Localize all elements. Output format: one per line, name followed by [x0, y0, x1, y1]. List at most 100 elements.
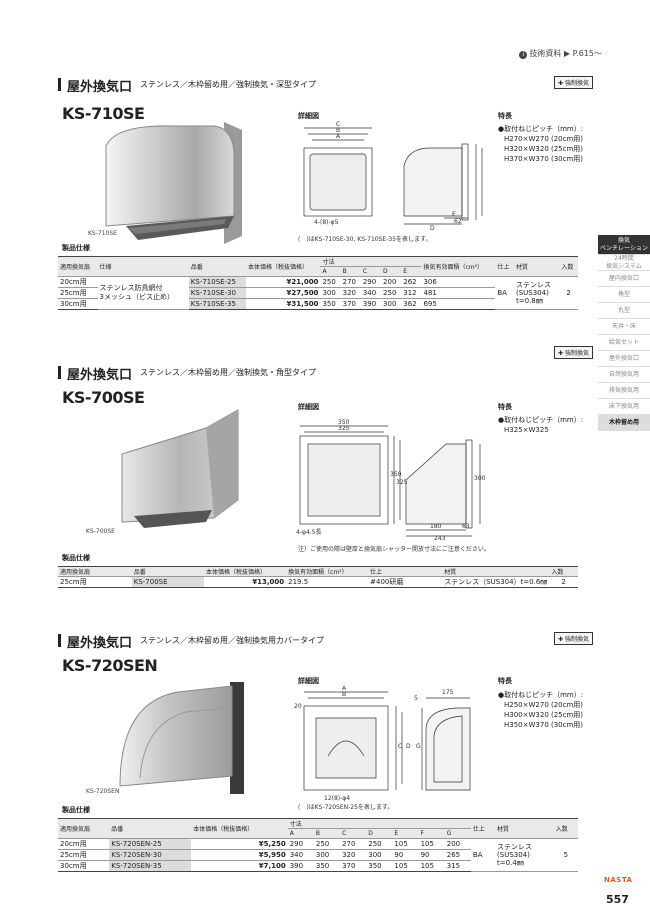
dim-value: 200	[444, 838, 471, 850]
dim-b2: 63	[462, 523, 470, 530]
dim-header: D	[366, 828, 393, 839]
price: ¥27,500	[246, 287, 321, 299]
feature-line: H350×W370 (30cm用)	[504, 721, 584, 729]
hole-label: 12(8)-φ4	[324, 795, 350, 802]
photo-caption: KS-700SE	[86, 528, 115, 535]
sidebar-item-indoor-vent[interactable]: 屋内換気口	[598, 271, 650, 287]
dim-label-d: D	[430, 225, 435, 230]
dim-value: 350	[313, 860, 341, 872]
dim-value: 200	[381, 276, 402, 288]
dim-value: 250	[381, 287, 402, 299]
dim-header: F	[418, 828, 445, 839]
model-name: KS-710SE	[62, 104, 145, 123]
spec-title: 製品仕様	[62, 806, 90, 814]
dim-value: 262	[401, 276, 422, 288]
col-header: 仕上	[470, 818, 496, 839]
col-header: 材質	[513, 256, 560, 277]
sidebar-item-underfloor[interactable]: 床下換気用	[598, 399, 650, 415]
col-header: 材質	[495, 818, 554, 839]
sidebar-item-outdoor-vent[interactable]: 屋外換気口	[598, 351, 650, 367]
sidebar-item-ceiling-floor[interactable]: 天井・床	[598, 319, 650, 335]
dim-header: E	[401, 266, 422, 277]
section-subtitle: ステンレス／木枠留め用／強制換気・深型タイプ	[140, 80, 316, 89]
part-number: KS-720SEN-35	[109, 860, 192, 872]
forced-vent-badge: ✚ 強制換気	[554, 346, 593, 359]
dim-w2: 325	[338, 425, 350, 432]
section-header: 屋外換気口 ステンレス／木枠留め用／強制換気・深型タイプ ✚ 強制換気	[58, 76, 593, 95]
col-header: 品番	[188, 256, 247, 277]
title-bar-decoration	[58, 366, 61, 379]
table-row: 25cm用 KS-710SE-30 ¥27,500 300 320 340 25…	[58, 287, 578, 299]
sidebar-item-ventilation[interactable]: 換気 ベンチレーション	[598, 235, 650, 255]
table-row: 25cm用 KS-700SE ¥13,000 219.5 #400研磨 ステンレ…	[58, 576, 578, 588]
feature-line: H370×W370 (30cm用)	[504, 155, 584, 163]
col-header: 材質	[442, 566, 550, 577]
drawing-note: 注）ご使用の際は壁厚と換気扇シャッター開放寸法にご注意ください。	[298, 546, 490, 553]
col-header: 本体価格（税抜価格）	[191, 818, 288, 839]
dim-b1: 180	[430, 523, 442, 530]
dim-value: 105	[392, 838, 419, 850]
dim-header: C	[340, 828, 367, 839]
drawing-label: 詳細図	[298, 677, 319, 685]
category-index-sidebar: 換気 ベンチレーション 24時間 換気システム 屋内換気口 角型 丸型 天井・床…	[598, 235, 650, 431]
features-title: 特長	[498, 112, 512, 120]
spec-title: 製品仕様	[62, 554, 90, 562]
col-header: 本体価格（税抜価格）	[204, 566, 287, 577]
section-title: 屋外換気口	[67, 80, 133, 95]
dim-value: 250	[313, 838, 341, 850]
drawing-label: 詳細図	[298, 112, 319, 120]
dim-label-b: B	[342, 691, 346, 698]
price: ¥31,500	[246, 298, 321, 310]
material: ステンレス (SUS304) t=0.4㎜	[495, 838, 554, 872]
dim-h1: 350	[390, 471, 402, 478]
dim-label-20: 20	[294, 703, 302, 710]
dim-value: 105	[418, 860, 445, 872]
part-number: KS-720SEN-30	[109, 849, 192, 861]
info-icon: i	[519, 51, 528, 59]
dim-value: 362	[401, 298, 422, 310]
quantity: 2	[549, 576, 578, 588]
dim-value: 370	[340, 860, 367, 872]
fan-size: 20cm用	[58, 838, 110, 850]
model-name: KS-720SEN	[62, 656, 158, 675]
sidebar-item-24h-system[interactable]: 24時間 換気システム	[598, 255, 650, 271]
sidebar-item-natural[interactable]: 自然換気用	[598, 367, 650, 383]
sidebar-item-square[interactable]: 角型	[598, 287, 650, 303]
dim-value: 290	[287, 838, 314, 850]
feature-line: H270×W270 (20cm用)	[504, 135, 584, 143]
fan-size: 25cm用	[58, 849, 110, 861]
fan-size: 20cm用	[58, 276, 98, 288]
dim-header: C	[360, 266, 382, 277]
forced-vent-badge: ✚ 強制換気	[554, 76, 593, 89]
vent-area: 481	[421, 287, 496, 299]
col-header: 適用換気扇	[58, 818, 110, 839]
hole-label: 4-φ4.5長	[296, 529, 321, 536]
section-header: 屋外換気口 ステンレス／木枠留め用／強制換気・角型タイプ ✚ 強制換気	[58, 346, 593, 383]
section-title: 屋外換気口	[67, 636, 133, 651]
dim-value: 265	[444, 849, 471, 861]
section-header: 屋外換気口 ステンレス／木枠留め用／強制換気用カバータイプ ✚ 強制換気	[58, 632, 593, 651]
dim-value: 270	[340, 838, 367, 850]
sidebar-item-exhaust[interactable]: 排気換気用	[598, 383, 650, 399]
feature-line: H250×W270 (20cm用)	[504, 701, 584, 709]
part-number: KS-720SEN-25	[109, 838, 192, 850]
dim-label-c: C	[336, 121, 340, 128]
sidebar-item-round[interactable]: 丸型	[598, 303, 650, 319]
material: ステンレス（SUS304）t=0.6㎜	[442, 576, 550, 588]
material: ステンレス (SUS304) t=0.8㎜	[513, 276, 560, 310]
fan-size: 25cm用	[58, 576, 132, 588]
dim-value: 250	[320, 276, 341, 288]
sidebar-item-wood-frame[interactable]: 木枠留め用	[598, 415, 650, 431]
spec-cell: ステンレス防鳥網付 3メッシュ（ビス止め）	[97, 276, 189, 310]
dim-value: 370	[340, 298, 361, 310]
col-header: 入数	[553, 818, 578, 839]
drawing-note: ( )はKS-720SEN-25を表します。	[298, 804, 394, 811]
spec-title: 製品仕様	[62, 244, 90, 252]
section-ks-710se: 屋外換気口 ステンレス／木枠留め用／強制換気・深型タイプ ✚ 強制換気 KS-7…	[58, 76, 593, 326]
sidebar-item-supply-set[interactable]: 給気セット	[598, 335, 650, 351]
spec-table: 適用換気扇 品番 本体価格（税抜価格） 換気有効面積（cm²） 仕上 材質 入数…	[58, 566, 578, 588]
vent-area: 219.5	[286, 576, 369, 588]
price: ¥5,250	[191, 838, 288, 850]
